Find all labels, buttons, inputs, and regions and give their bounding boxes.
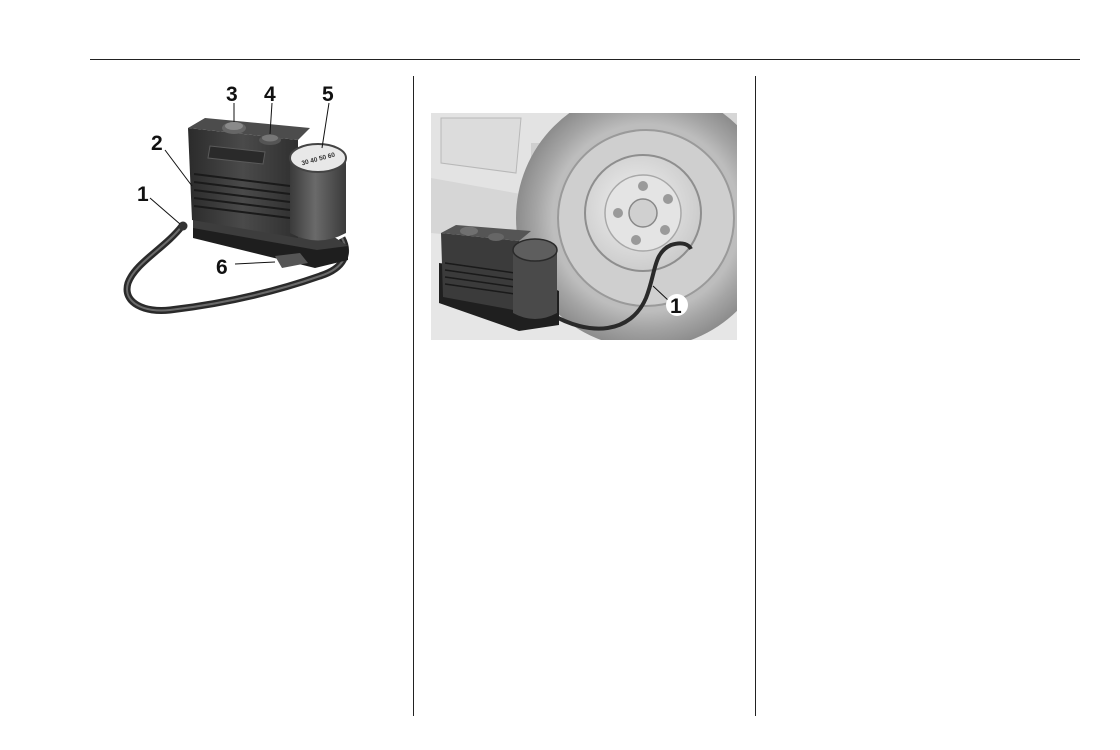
header-rule — [90, 59, 1080, 60]
callout-6: 6 — [216, 256, 228, 279]
hose-valve-connector — [178, 221, 188, 231]
wheel-hub — [628, 198, 658, 228]
callout-5: 5 — [322, 83, 334, 106]
callout-1: 1 — [137, 183, 149, 206]
callout-3: 3 — [226, 83, 238, 106]
on-off-switch — [275, 253, 308, 268]
wheel-nuts — [613, 181, 673, 245]
compressor-connected-figure: 1 — [431, 113, 737, 340]
callout-1: 1 — [670, 295, 682, 318]
connected-air-hose — [547, 241, 693, 331]
pressure-gauge-face — [289, 143, 347, 173]
column-divider-left — [413, 76, 414, 716]
callout-2: 2 — [151, 132, 163, 155]
pressure-gauge-cylinder — [290, 160, 346, 241]
callout-4: 4 — [264, 83, 276, 106]
pressure-gauge-cylinder-2 — [513, 251, 557, 319]
compressor-figure: 30 40 50 60 1 2 3 4 5 6 — [123, 83, 349, 315]
column-divider-right — [755, 76, 756, 716]
